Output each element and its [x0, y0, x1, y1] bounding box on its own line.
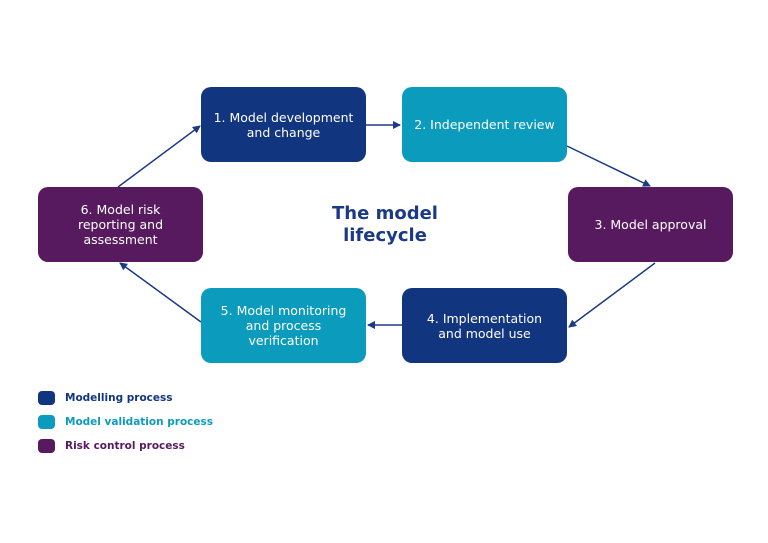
step-model-monitoring: 5. Model monitoring and process verifica… — [201, 288, 366, 363]
step-label: 1. Model development and change — [213, 109, 354, 140]
step-label: 4. Implementation and model use — [426, 310, 543, 341]
step-label: 6. Model risk reporting and assessment — [78, 202, 163, 247]
step-label: 3. Model approval — [594, 217, 707, 232]
diagram-title: The model lifecycle — [332, 203, 438, 246]
legend-swatch — [38, 415, 55, 429]
step-label: 2. Independent review — [414, 117, 555, 132]
legend-label: Modelling process — [65, 392, 173, 404]
legend-swatch — [38, 391, 55, 405]
arrow-5-to-6 — [119, 262, 202, 323]
legend-item-modelling: Modelling process — [38, 386, 213, 410]
step-model-risk-reporting: 6. Model risk reporting and assessment — [38, 187, 203, 262]
legend-item-risk: Risk control process — [38, 434, 213, 458]
step-label: 5. Model monitoring and process verifica… — [220, 303, 347, 348]
arrow-3-to-4 — [568, 262, 656, 328]
arrow-2-to-3 — [566, 145, 651, 187]
legend-item-validation: Model validation process — [38, 410, 213, 434]
step-independent-review: 2. Independent review — [402, 87, 567, 162]
arrow-6-to-1 — [117, 125, 201, 188]
legend: Modelling process Model validation proce… — [38, 386, 213, 458]
step-implementation: 4. Implementation and model use — [402, 288, 567, 363]
legend-swatch — [38, 439, 55, 453]
legend-label: Risk control process — [65, 440, 185, 452]
legend-label: Model validation process — [65, 416, 213, 428]
step-model-approval: 3. Model approval — [568, 187, 733, 262]
step-model-development: 1. Model development and change — [201, 87, 366, 162]
